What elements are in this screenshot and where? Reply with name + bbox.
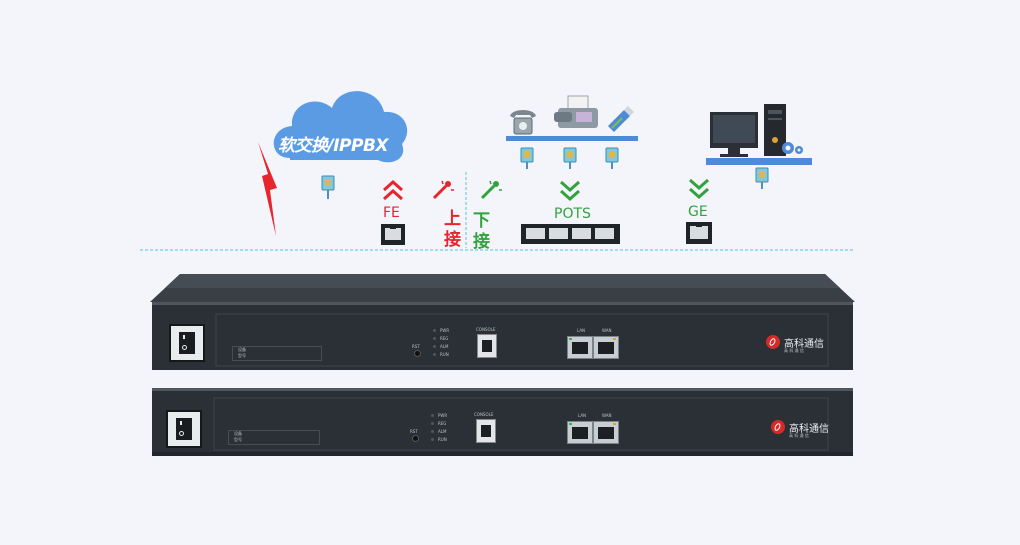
uplink-label-1: 上 [444,209,461,229]
gear-icon [782,142,803,154]
console-label: CONSOLE [476,327,496,332]
network-diagram [140,91,855,251]
brand-logo-icon [771,420,785,434]
led-indicator [433,337,436,340]
led-label: PWR [438,413,448,418]
led-label: RUN [438,437,447,442]
gateway-device-bottom: 设备 型号 RST PWR REG ALM RUN CONSOLE LAN WA… [150,384,855,459]
wan-port[interactable] [593,336,619,359]
led-indicator [433,329,436,332]
panel-label-2: 型号 [234,437,242,442]
led-indicator [431,430,434,433]
cloud-label: 软交换/IPPBX [278,136,389,156]
lan-label: LAN [578,413,587,418]
device-chassis [150,274,855,370]
gateway-device-top: 设备 型号 RST PWR REG ALM RUN CONSOLE LAN WA… [150,274,855,374]
brand-name: 高科通信 [789,424,829,435]
downlink-label-2: 接 [473,232,490,252]
chevron-down-icon [560,180,580,202]
led-label: ALM [438,429,447,434]
model-label-box [232,346,322,361]
led-indicator [433,345,436,348]
lan-port[interactable] [567,421,593,444]
panel-label-2: 型号 [238,353,246,358]
power-switch[interactable] [166,410,202,448]
console-port[interactable] [476,419,496,443]
wan-label: WAN [602,328,612,333]
fax-machine-icon [554,95,598,128]
wan-port[interactable] [593,421,619,444]
brand-logo-icon [766,335,780,349]
model-label-box [228,430,320,445]
telephone-icon [510,110,536,135]
led-label: REG [438,421,447,426]
led-label: PWR [440,328,450,333]
panel-label-1: 设备 [234,431,242,436]
reset-button[interactable] [414,350,421,357]
connector-icon [755,167,769,189]
led-label: REG [440,336,449,341]
pots-label: POTS [554,206,591,222]
brand-name: 高科通信 [784,339,824,350]
led-indicator [431,414,434,417]
led-indicator [431,422,434,425]
connector-icon [520,147,534,169]
chevron-up-icon [383,179,403,201]
ethernet-port-icon [381,224,405,245]
power-switch[interactable] [169,324,205,362]
rst-label: RST [412,344,420,349]
computer-shelf [706,158,812,165]
led-indicator [433,353,436,356]
chevron-down-icon [689,178,709,200]
downlink-label-1: 下 [473,211,490,231]
lan-port[interactable] [567,336,593,359]
connector-icon [321,175,335,199]
brand-sub: 高 科 通 信 [789,433,809,438]
led-label: ALM [440,344,449,349]
console-port[interactable] [477,334,497,358]
usb-stick-icon [608,106,634,132]
led-label: RUN [440,352,449,357]
cloud-icon [273,91,408,163]
fe-label: FE [383,205,400,221]
terminal-shelf [506,136,638,141]
connector-icon [563,147,577,169]
device-chassis [152,388,853,456]
brand-sub: 高 科 通 信 [784,348,804,353]
lightning-icon [258,142,277,236]
wand-icon [480,180,502,200]
uplink-label-2: 接 [444,230,461,250]
ge-label: GE [688,204,708,220]
led-indicator [431,438,434,441]
pots-port-group-icon [521,224,620,244]
panel-label-1: 设备 [238,347,246,352]
wand-icon [432,180,454,200]
wan-label: WAN [602,413,612,418]
connector-icon [605,147,619,169]
console-label: CONSOLE [474,412,494,417]
computer-icon [710,104,786,157]
rst-label: RST [410,429,418,434]
ethernet-port-icon [686,222,712,244]
reset-button[interactable] [412,435,419,442]
lan-label: LAN [577,328,586,333]
